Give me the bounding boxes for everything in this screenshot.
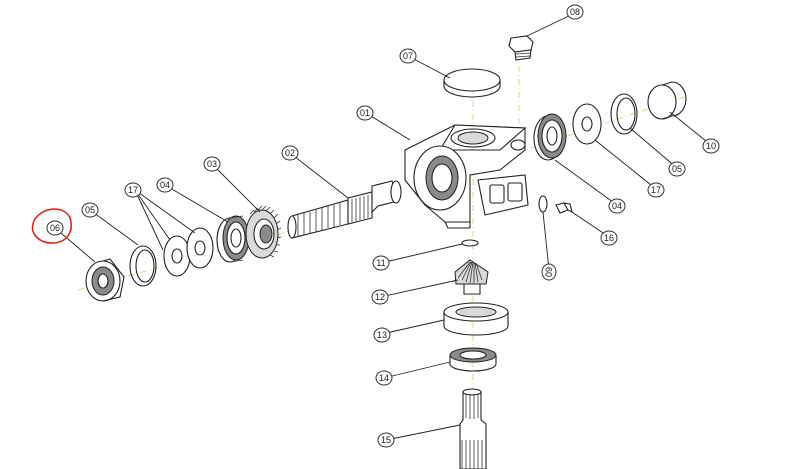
callout-label: 12: [375, 292, 385, 302]
callout-label: 05: [672, 164, 682, 174]
part-17-washer-right: [572, 103, 602, 145]
part-04-bearing-right: [533, 113, 567, 161]
highlight-circle: [31, 208, 72, 244]
part-16-screw: [555, 202, 573, 214]
callout-label: 03: [207, 159, 217, 169]
part-17-washers-left: [163, 227, 214, 277]
callout-label: 15: [381, 435, 391, 445]
part-04-bearing-left: [216, 215, 250, 263]
callout-label: 17: [128, 185, 138, 195]
part-07-cap: [443, 68, 501, 98]
part-01-housing: [404, 124, 529, 229]
leader-lines: [54, 12, 712, 441]
callout-03: 03: [203, 156, 221, 172]
callout-label: 16: [604, 233, 614, 243]
callout-label: 11: [376, 258, 385, 268]
callout-04-right: 04: [608, 198, 626, 214]
callout-16: 16: [600, 230, 618, 246]
callout-13: 13: [373, 327, 391, 343]
callout-label: 01: [360, 108, 370, 118]
part-02-input-shaft: [287, 180, 402, 239]
part-06-seal: [85, 258, 125, 302]
callout-05-left: 05: [81, 202, 99, 218]
callout-17-right: 17: [647, 182, 665, 198]
callout-label: 10: [706, 141, 716, 151]
callout-09: 09: [541, 263, 557, 281]
callout-14: 14: [375, 370, 393, 386]
callout-02: 02: [281, 145, 299, 161]
callout-11: 11: [372, 255, 390, 271]
part-15-output-shaft: [459, 388, 487, 469]
part-10-cap: [647, 81, 687, 120]
callout-12: 12: [371, 289, 389, 305]
callout-label: 08: [570, 7, 580, 17]
part-03-bevel-gear: [245, 205, 282, 259]
callout-label: 07: [403, 51, 413, 61]
callout-05-right: 05: [668, 161, 686, 177]
callout-04-left: 04: [156, 177, 174, 193]
callout-label: 14: [379, 373, 389, 383]
callout-label: 02: [285, 148, 295, 158]
callout-07: 07: [399, 48, 417, 64]
callout-06: 06: [46, 220, 64, 236]
callout-01: 01: [356, 105, 374, 121]
callout-08: 08: [566, 4, 584, 20]
callout-label: 06: [50, 223, 60, 233]
callout-label: 17: [651, 185, 661, 195]
part-09-o-ring: [538, 195, 548, 213]
callout-label: 04: [612, 201, 622, 211]
part-14-seal: [449, 347, 497, 372]
callout-17-left: 17: [124, 182, 142, 198]
part-05-circlip-right: [610, 93, 638, 135]
callout-label: 09: [544, 267, 554, 277]
part-12-pinion: [454, 259, 489, 295]
part-08-plug: [508, 35, 534, 61]
callout-10: 10: [702, 138, 720, 154]
callout-label: 05: [85, 205, 95, 215]
part-11-shim: [461, 239, 479, 247]
part-13-bearing: [443, 302, 509, 336]
callout-label: 13: [377, 330, 387, 340]
part-05-circlip-left: [129, 245, 157, 287]
callout-label: 04: [160, 180, 170, 190]
callout-15: 15: [377, 432, 395, 448]
